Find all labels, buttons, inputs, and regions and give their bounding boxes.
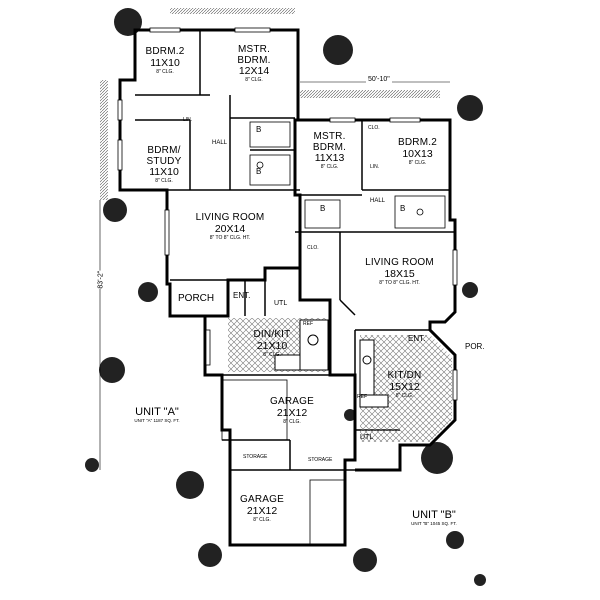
room-a-garage: GARAGE 21X12 8" CLG. <box>262 396 322 425</box>
label-storage-2: STORAGE <box>308 457 333 463</box>
room-a-dinkit-ceiling: 8" CLG. <box>263 351 281 358</box>
unit-b-area: UNIT "B" 1045 SQ. FT. <box>411 520 457 526</box>
label-utl-b: UTL <box>360 434 374 441</box>
room-a-mstr-name: MSTR. BDRM. <box>237 44 271 66</box>
room-a-mstr-ceiling: 8" CLG. <box>245 77 263 84</box>
room-a-mstr: MSTR. BDRM. 12X14 8" CLG. <box>225 44 283 84</box>
room-a-study-name: BDRM/ STUDY <box>146 145 182 167</box>
room-b-mstr-dims: 11X13 <box>314 152 345 164</box>
label-bath-a2: B <box>256 167 262 176</box>
driveways <box>221 379 346 546</box>
room-b-kitdin: KIT/DN 15X12 8" CLG. <box>377 370 432 399</box>
unit-b-name: UNIT "B" <box>412 509 456 521</box>
unit-a-interior-walls <box>135 30 355 471</box>
room-a-bdrm2-ceiling: 8" CLG. <box>156 68 174 75</box>
unit-a-kitchen-counters <box>274 319 329 371</box>
room-b-bdrm2-dims: 10X13 <box>402 147 433 160</box>
room-a-study-dims: 11X10 <box>149 166 179 178</box>
label-clo-1: CLO. <box>307 245 319 251</box>
label-ent-b: ENT. <box>408 334 426 343</box>
room-b-mstr-ceiling: 8" CLG. <box>320 164 339 171</box>
room-a-garage-ceiling: 8" CLG. <box>283 418 301 425</box>
room-b-kitdin-ceiling: 8" CLG. <box>395 392 414 399</box>
room-a-living-ceiling: 8" TO 8" CLG. HT. <box>209 234 251 241</box>
label-lin-b: LIN. <box>370 164 380 170</box>
label-lin-a: LIN. <box>183 117 193 123</box>
room-a-living-name: LIVING ROOM <box>195 212 265 223</box>
bath-fixtures <box>249 121 446 229</box>
room-b-bdrm2-name: BDRM.2 <box>398 137 437 148</box>
unit-b-interior-walls <box>298 120 455 431</box>
room-b-kitdin-dims: 15X12 <box>389 380 420 393</box>
unit-b-kitchen-counters <box>359 339 389 408</box>
room-b-living: LIVING ROOM 18X15 8" TO 8" CLG. HT. <box>352 257 447 286</box>
label-bath-b2: B <box>400 204 406 213</box>
unit-a-area: UNIT "A" 1187 SQ. FT. <box>134 417 180 423</box>
room-b-garage-ceiling: 8" CLG. <box>253 516 271 523</box>
room-b-garage-dims: 21X12 <box>246 504 278 517</box>
overall-width-dimension: 50'-10" <box>366 76 392 84</box>
room-a-bdrm2-name: BDRM.2 <box>145 46 185 57</box>
room-a-study: BDRM/ STUDY 11X10 8" CLG. <box>138 145 190 185</box>
room-b-mstr-name: MSTR. BDRM. <box>312 131 347 153</box>
label-bath-b1: B <box>320 204 326 213</box>
room-b-bdrm2-ceiling: 8" CLG. <box>408 159 427 166</box>
room-b-bdrm2: BDRM.2 10X13 8" CLG. <box>390 137 445 166</box>
landscaping <box>85 8 486 586</box>
windows <box>117 27 458 401</box>
room-a-bdrm2-dims: 11X10 <box>150 56 180 69</box>
label-storage-1: STORAGE <box>243 454 268 460</box>
room-b-garage-name: GARAGE <box>240 494 284 505</box>
room-b-living-dims: 18X15 <box>384 267 415 280</box>
label-utl-a: UTL <box>274 300 288 307</box>
label-hall-b: HALL <box>370 198 386 204</box>
unit-a-label: UNIT "A" UNIT "A" 1187 SQ. FT. <box>118 406 196 423</box>
unit-a-name: UNIT "A" <box>135 406 179 418</box>
room-a-mstr-dims: 12X14 <box>238 65 270 77</box>
room-a-living: LIVING ROOM 20X14 8" TO 8" CLG. HT. <box>180 212 280 241</box>
label-clo-2: CLO. <box>368 125 380 131</box>
room-a-garage-dims: 21X12 <box>276 406 308 419</box>
room-b-mstr: MSTR. BDRM. 11X13 8" CLG. <box>302 131 357 171</box>
room-a-study-ceiling: 8" CLG. <box>155 178 173 185</box>
label-por-b: POR. <box>465 342 485 351</box>
room-a-dinkit-dims: 21X10 <box>256 339 288 352</box>
room-a-bdrm2: BDRM.2 11X10 8" CLG. <box>140 46 190 75</box>
room-b-garage: GARAGE 21X12 8" CLG. <box>232 494 292 523</box>
room-b-living-name: LIVING ROOM <box>365 257 434 268</box>
room-a-dinkit-name: DIN/KIT <box>253 329 291 340</box>
room-a-dinkit: DIN/KIT 21X10 8" CLG. <box>242 329 302 358</box>
room-b-kitdin-name: KIT/DN <box>387 370 422 381</box>
label-porch: PORCH <box>178 293 215 304</box>
room-a-living-dims: 20X14 <box>214 222 246 235</box>
room-b-living-ceiling: 8" TO 8" CLG. HT. <box>379 279 420 286</box>
unit-b-label: UNIT "B" UNIT "B" 1045 SQ. FT. <box>395 509 473 526</box>
label-bath-a1: B <box>256 125 262 134</box>
label-ref-a: REF <box>303 321 313 327</box>
label-hall-a: HALL <box>212 140 228 146</box>
room-a-garage-name: GARAGE <box>270 396 314 407</box>
overall-depth-dimension: 83'-2" <box>97 270 105 289</box>
label-ref-b: REF <box>357 394 367 400</box>
kitdin-tile <box>360 335 452 442</box>
label-ent-a: ENT. <box>233 291 251 300</box>
